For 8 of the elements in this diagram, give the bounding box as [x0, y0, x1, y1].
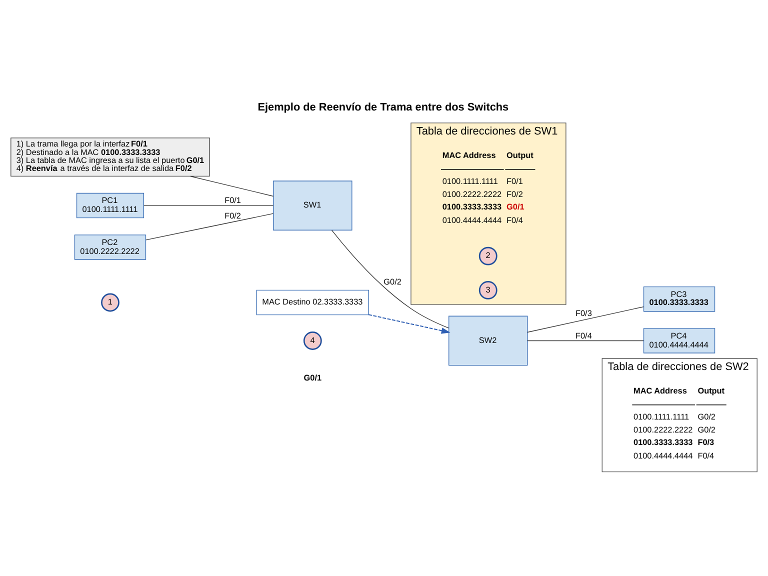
connector: [144, 204, 274, 206]
arrow: [368, 314, 450, 334]
connector: [331, 229, 450, 328]
connector: [527, 306, 644, 332]
connector: [527, 340, 644, 341]
connector: [190, 175, 274, 196]
connector: [146, 212, 274, 240]
diagram-title: Ejemplo de Reenvío de Trama entre dos Switchs: [258, 101, 509, 114]
